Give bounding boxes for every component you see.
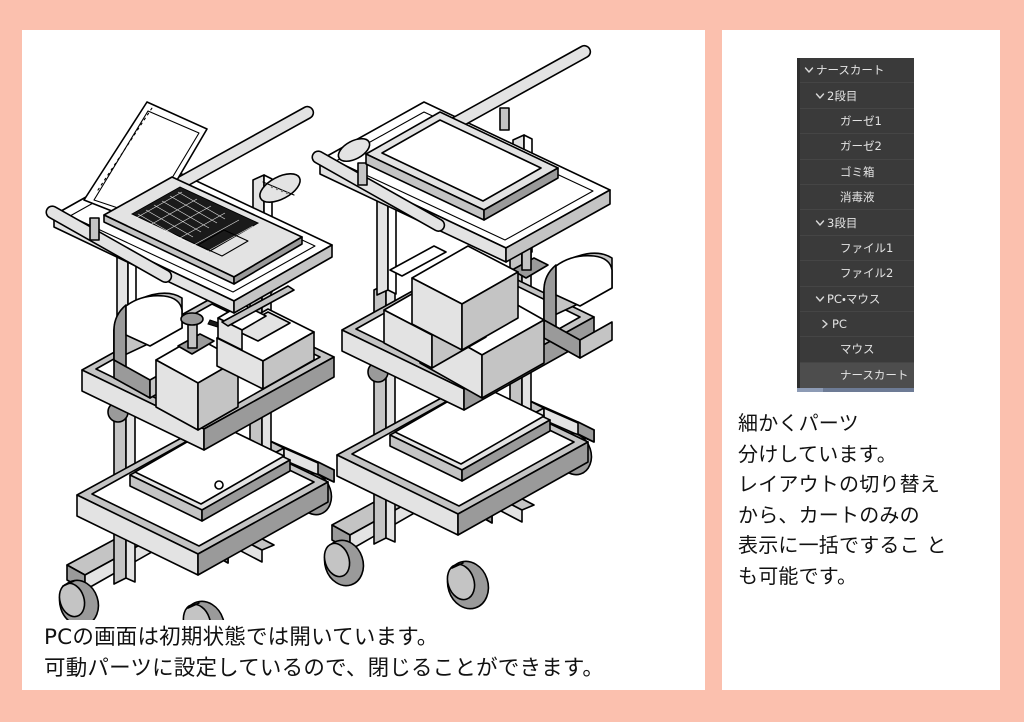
- caster-wheel: [446, 560, 490, 610]
- tree-row-label: マウス: [840, 342, 875, 357]
- nurse-cart-illustration: .ln { stroke:#000; stroke-width:1.6; fil…: [22, 30, 705, 620]
- cart-left-middle-basket: [81, 285, 335, 451]
- tree-row[interactable]: ガーゼ2: [800, 134, 914, 160]
- left-caption-block: PCの画面は初期状態では開いています。 可動パーツに設定しているので、閉じること…: [44, 622, 704, 684]
- chevron-down-icon[interactable]: [801, 65, 816, 75]
- tree-row[interactable]: マウス: [800, 337, 914, 363]
- cart-left: [45, 101, 335, 620]
- right-caption-line-2: 分けしています。: [738, 441, 897, 466]
- right-caption-line-4: から、カートのみの: [738, 502, 920, 527]
- tree-row[interactable]: 3段目: [800, 210, 914, 236]
- tree-horizontal-scrollbar[interactable]: [797, 388, 914, 393]
- chevron-down-icon[interactable]: [812, 294, 827, 304]
- tree-row[interactable]: ファイル2: [800, 261, 914, 287]
- tree-row-label: ナースカート: [840, 368, 909, 383]
- tree-row-label: PC・マウス: [827, 291, 881, 306]
- laptop-open: [83, 101, 303, 285]
- tree-row[interactable]: ナースカート: [800, 58, 914, 84]
- sanitizer-bottle: [155, 312, 239, 431]
- cart-right-top-tray: [311, 44, 611, 263]
- tree-row-label: ガーゼ1: [840, 113, 882, 128]
- right-caption-line-6: も可能です。: [738, 563, 858, 588]
- chevron-down-icon[interactable]: [812, 91, 827, 101]
- tree-row-label: ナースカート: [816, 63, 885, 78]
- computer-mouse: [259, 173, 301, 203]
- tree-row-label: 2段目: [827, 88, 858, 103]
- laptop-closed: [365, 111, 559, 221]
- caster-wheel: [58, 579, 100, 620]
- computer-mouse: [337, 137, 371, 163]
- tree-row[interactable]: ゴミ箱: [800, 160, 914, 185]
- tree-row-label: 3段目: [827, 215, 858, 230]
- tree-row[interactable]: 2段目: [800, 83, 914, 109]
- scrollbar-thumb[interactable]: [797, 388, 823, 393]
- chevron-right-icon[interactable]: [817, 319, 832, 329]
- chevron-down-icon[interactable]: [812, 218, 827, 228]
- cart-left-top-tray: [45, 101, 333, 314]
- cart-right-middle-basket: [341, 231, 613, 411]
- handrail: [45, 105, 315, 283]
- tree-row[interactable]: ファイル1: [800, 236, 914, 262]
- right-caption-block: 細かくパーツ 分けしています。 レイアウトの切り替え から、カートのみの 表示に…: [738, 408, 988, 591]
- caster-wheel: [323, 539, 365, 587]
- tree-row[interactable]: 消毒液: [800, 185, 914, 211]
- right-caption-line-5: 表示に一括でするこ と: [738, 533, 947, 557]
- tree-row-label: ガーゼ2: [840, 139, 882, 154]
- tree-row[interactable]: ナースカート: [800, 362, 914, 389]
- left-caption-line-1: PCの画面は初期状態では開いています。: [44, 625, 439, 650]
- left-caption-line-2: 可動パーツに設定しているので、閉じることができます。: [44, 656, 605, 681]
- tree-row-label: ファイル2: [840, 266, 894, 281]
- tree-row-label: PC: [832, 317, 847, 332]
- cart-right: [311, 44, 613, 610]
- cart-left-bottom-basket: [76, 423, 329, 576]
- right-caption-line-3: レイアウトの切り替え: [738, 472, 940, 496]
- caster-wheel: [182, 600, 226, 620]
- tree-row[interactable]: PC: [800, 312, 914, 338]
- trash-bin: [543, 252, 613, 359]
- tree-row[interactable]: ガーゼ1: [800, 109, 914, 135]
- tree-row[interactable]: PC・マウス: [800, 287, 914, 312]
- right-caption-line-1: 細かくパーツ: [738, 411, 859, 435]
- tree-row-label: ゴミ箱: [840, 164, 875, 179]
- gauze-box-2: [411, 245, 519, 351]
- left-illustration-panel: .ln { stroke:#000; stroke-width:1.6; fil…: [22, 30, 705, 690]
- tree-row-label: ファイル1: [840, 240, 894, 255]
- tree-row-label: 消毒液: [840, 190, 875, 205]
- cart-right-bottom-basket: [336, 383, 589, 536]
